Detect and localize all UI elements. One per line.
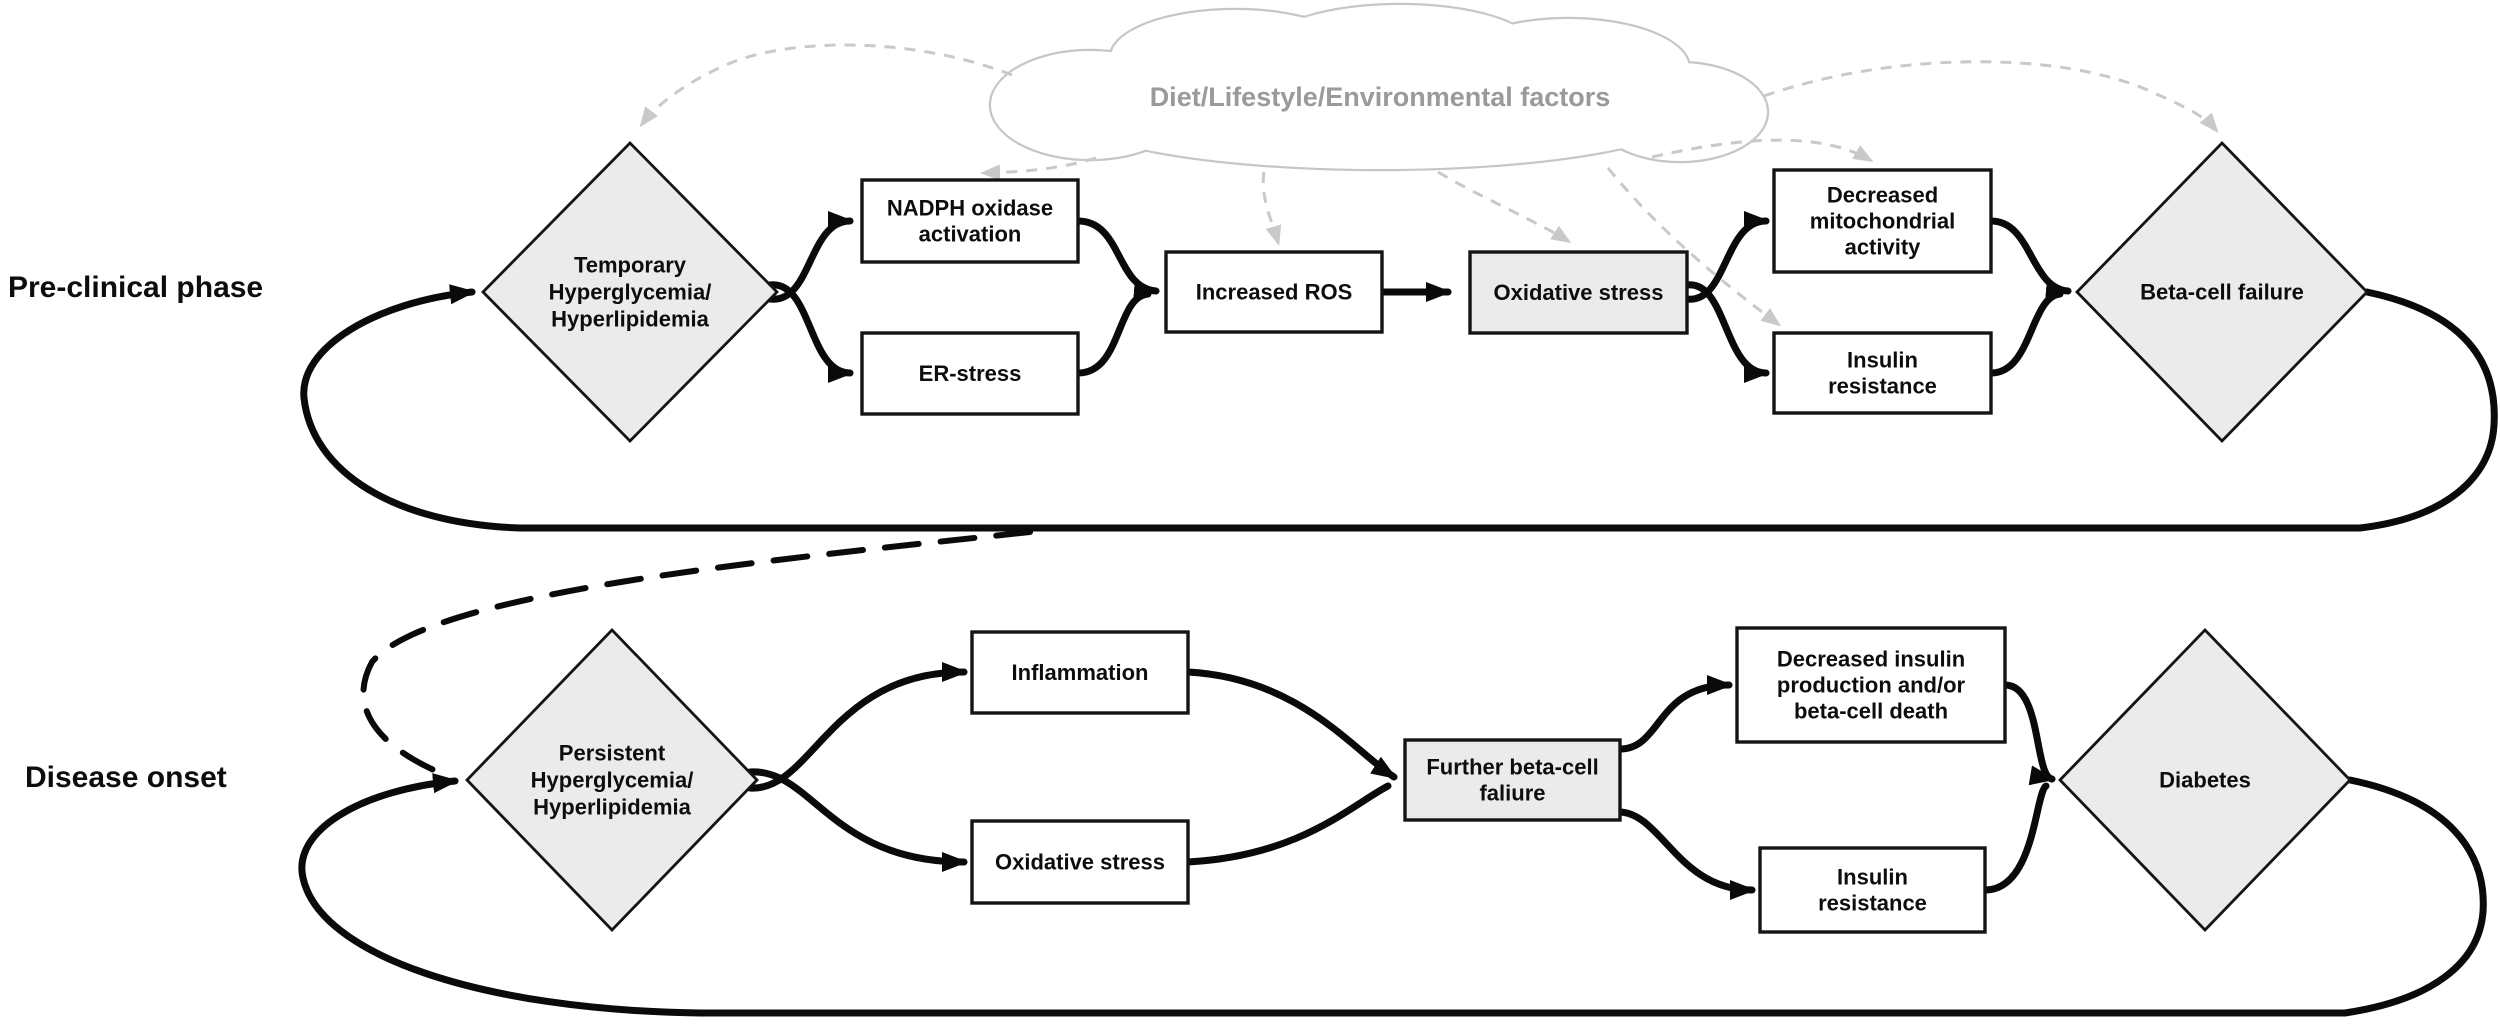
node-oxidative-stress-onset: Oxidative stress <box>970 819 1190 905</box>
node-oxidative-stress-preclinical: Oxidative stress <box>1468 250 1689 335</box>
edge-further-to-decreased-insulin <box>1616 675 1733 753</box>
node-increased-ros-label: Increased ROS <box>1196 280 1353 305</box>
gedge-cloud-to-temporary <box>639 43 1013 128</box>
gedge-cloud-to-nadph <box>980 156 1097 181</box>
node-insulin-resistance-onset-shape <box>1758 846 1987 934</box>
node-er-stress: ER-stress <box>860 331 1080 416</box>
edge-decreased-mito-to-beta-cell-failure <box>1987 217 2072 300</box>
node-oxidative-stress-preclinical-label: Oxidative stress <box>1494 280 1664 305</box>
edge-insulin-resistance-2-to-diabetes <box>1981 782 2050 894</box>
node-diabetes: Diabetes <box>2058 627 2352 933</box>
gedge-cloud-to-increased-ros <box>1261 171 1282 246</box>
gedge-cloud-to-oxidative-stress <box>1437 170 1572 244</box>
node-inflammation-label: Inflammation <box>1012 660 1149 685</box>
pre-clinical-phase-label: Pre-clinical phase <box>8 271 264 304</box>
node-increased-ros: Increased ROS <box>1164 250 1384 334</box>
gedge-cloud-to-decreased-mito <box>1651 138 1874 163</box>
node-diabetes-shape <box>2058 627 2352 933</box>
disease-onset-label: Disease onset <box>25 761 227 794</box>
edge-loop-beta-cell-failure-to-temporary <box>300 284 2498 532</box>
node-increased-ros-shape <box>1164 250 1384 334</box>
gedge-cloud-to-insulin-resistance-1 <box>1606 167 1782 327</box>
edge-insulin-resistance-1-to-beta-cell-failure <box>1987 290 2064 377</box>
edge-oxidative-to-decreased-mito <box>1683 211 1770 303</box>
node-beta-cell-failure-shape <box>2075 140 2369 444</box>
edge-persistent-to-oxidative-stress-2 <box>746 768 968 872</box>
node-inflammation: Inflammation <box>970 630 1190 715</box>
edge-persistent-to-inflammation <box>746 662 968 792</box>
node-insulin-resistance-preclinical-shape <box>1772 331 1993 415</box>
edge-loop-diabetes-to-persistent <box>298 773 2487 1017</box>
cloud-diet-lifestyle-environment <box>988 2 1770 172</box>
edge-oxidative-to-insulin-resistance-1 <box>1683 281 1770 383</box>
node-er-stress-label: ER-stress <box>919 361 1022 386</box>
edge-dashed-preclinical-to-persistent <box>360 529 1033 774</box>
node-oxidative-stress-onset-label: Oxidative stress <box>995 850 1165 875</box>
edge-inflammation-to-further <box>1184 668 1398 781</box>
node-decreased-mitochondrial-activity-shape <box>1772 168 1993 274</box>
edge-oxidative-stress-2-to-further <box>1184 782 1392 866</box>
gedge-cloud-to-beta-cell-failure <box>1763 60 2219 134</box>
node-inflammation-shape <box>970 630 1190 715</box>
cloud-dashed-arrows <box>639 43 2219 327</box>
edge-temporary-to-nadph <box>766 211 854 303</box>
node-er-stress-shape <box>860 331 1080 416</box>
cloud-puff-fill <box>1059 47 1701 169</box>
node-oxidative-stress-preclinical-shape <box>1468 250 1689 335</box>
edge-er-stress-to-increased-ros <box>1074 290 1152 377</box>
node-beta-cell-failure-label: Beta-cell failure <box>2140 280 2304 305</box>
edge-nadph-to-increased-ros <box>1074 217 1160 300</box>
node-nadph-oxidase-activation-shape <box>860 178 1080 264</box>
node-diabetes-label: Diabetes <box>2159 768 2251 793</box>
node-decreased-insulin-production-shape <box>1735 626 2007 744</box>
flow-arrows <box>298 211 2498 1017</box>
edge-decreased-insulin-to-diabetes <box>2001 681 2056 786</box>
cloud-label: Diet/Lifestyle/Environmental factors <box>1150 82 1611 112</box>
edge-temporary-to-er-stress <box>766 281 854 383</box>
node-beta-cell-failure: Beta-cell failure <box>2075 140 2369 444</box>
node-temporary-hyperglycemia-shape <box>481 141 779 443</box>
node-further-beta-cell-faliure-shape <box>1403 738 1622 822</box>
edge-further-to-insulin-resistance-2 <box>1616 808 1756 900</box>
node-persistent-hyperglycemia-shape <box>465 627 759 933</box>
node-oxidative-stress-onset-shape <box>970 819 1190 905</box>
